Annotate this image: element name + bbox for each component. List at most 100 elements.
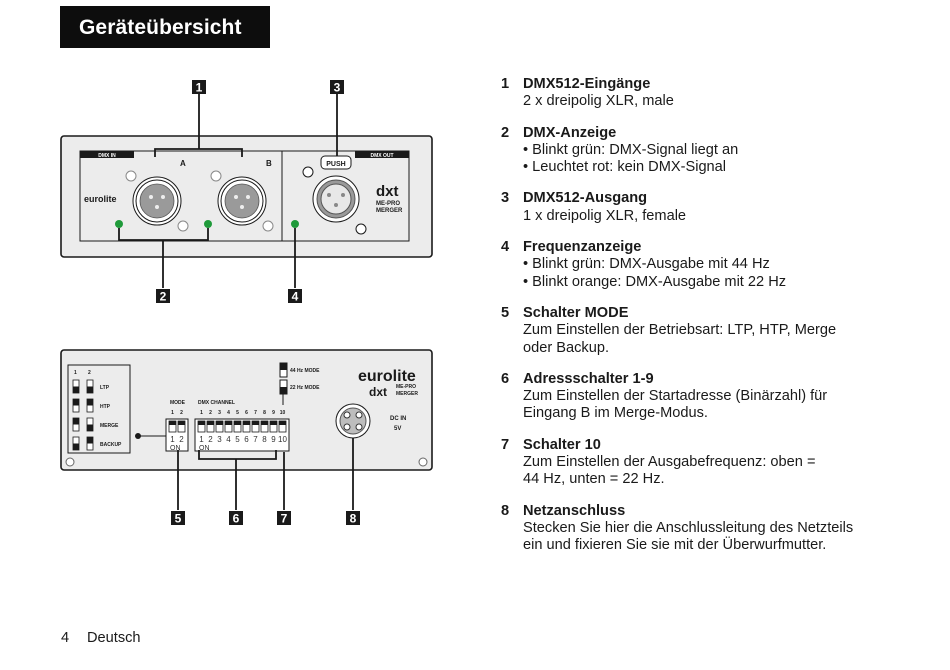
dip-top-number: 7 bbox=[254, 410, 257, 416]
dc-in-label: DC IN bbox=[390, 416, 406, 422]
mode-switch-title: MODE bbox=[170, 400, 186, 406]
led-input-b bbox=[204, 220, 212, 228]
mode-table-row: LTP bbox=[72, 379, 110, 394]
xlr-output[interactable]: PUSH bbox=[302, 155, 367, 235]
legend-title: Frequenzanzeige bbox=[523, 239, 642, 256]
legend-description: 1 x dreipolig XLR, female bbox=[523, 207, 687, 224]
legend-description: oder Backup. bbox=[523, 339, 609, 356]
mode-table: LTP HTP MERGE BACKUP bbox=[72, 379, 122, 451]
input-b-label: B bbox=[266, 159, 272, 168]
mode-label: HTP bbox=[100, 404, 111, 410]
legend-description: Zum Einstellen der Startadresse (Binärza… bbox=[523, 388, 828, 405]
rear-model-1: ME-PRO bbox=[396, 384, 416, 390]
rear-panel: 1 2 LTP HTP MERGE BACKUP MODE DMX CHANNEL 1… bbox=[60, 349, 433, 510]
legend-number: 7 bbox=[501, 436, 510, 453]
dmx-channel-title: DMX CHANNEL bbox=[198, 400, 235, 406]
dip-number: 1 bbox=[170, 435, 175, 444]
rear-dxt-logo: dxt bbox=[369, 385, 387, 399]
led-input-a bbox=[115, 220, 123, 228]
dip-top-number: 1 bbox=[171, 410, 174, 416]
legend-description: • Blinkt grün: DMX-Signal liegt an bbox=[523, 141, 739, 158]
dip-number: 6 bbox=[244, 435, 249, 444]
page-title: Geräteübersicht bbox=[60, 6, 270, 48]
dmx-in-label: DMX IN bbox=[98, 153, 116, 159]
svg-text:2: 2 bbox=[160, 290, 167, 304]
mode-table-row: HTP bbox=[72, 398, 111, 413]
svg-text:1: 1 bbox=[196, 81, 203, 95]
legend-title: DMX512-Eingänge bbox=[523, 76, 651, 92]
legend-item: 2 DMX-Anzeige• Blinkt grün: DMX-Signal l… bbox=[501, 125, 921, 177]
dmx-out-label: DMX OUT bbox=[370, 153, 393, 159]
dip-number: 9 bbox=[271, 435, 276, 444]
legend-title: DMX512-Ausgang bbox=[523, 190, 648, 207]
legend-description: Zum Einstellen der Betriebsart: LTP, HTP… bbox=[523, 322, 837, 339]
dc-power-socket[interactable] bbox=[335, 403, 371, 439]
device-diagram: DMX IN DMX OUT A B eurolite PUSH bbox=[60, 80, 433, 526]
dip-top-number: 8 bbox=[263, 410, 266, 416]
dip-number: 2 bbox=[179, 435, 184, 444]
legend-number: 1 bbox=[501, 76, 510, 92]
dip-top-number: 10 bbox=[280, 410, 286, 416]
rear-brand-logo: eurolite bbox=[358, 368, 416, 385]
brand-logo: eurolite bbox=[84, 194, 117, 204]
dip-top-number: 3 bbox=[218, 410, 221, 416]
legend-description: Eingang B im Merge-Modus. bbox=[523, 405, 708, 422]
callout-5: 5 bbox=[171, 511, 185, 526]
xlr-input-b[interactable] bbox=[210, 170, 274, 232]
callout-2: 2 bbox=[156, 289, 170, 304]
svg-text:5: 5 bbox=[175, 512, 182, 526]
xlr-input-a[interactable] bbox=[125, 170, 189, 232]
svg-text:4: 4 bbox=[292, 290, 299, 304]
voltage-label: 5V bbox=[394, 426, 401, 432]
legend-number: 2 bbox=[501, 124, 510, 141]
dip-number: 10 bbox=[278, 435, 287, 444]
mode-table-row: MERGE bbox=[72, 417, 119, 432]
dip-number: 4 bbox=[226, 435, 231, 444]
svg-text:6: 6 bbox=[233, 512, 240, 526]
callout-8: 8 bbox=[346, 511, 360, 526]
model-label-2: MERGER bbox=[376, 208, 403, 214]
mode-label: MERGE bbox=[100, 423, 119, 429]
legend-description: • Blinkt grün: DMX-Ausgabe mit 44 Hz bbox=[523, 256, 770, 273]
callout-6: 6 bbox=[229, 511, 243, 526]
callout-1: 1 bbox=[192, 80, 206, 95]
legend-description: ein und fixieren Sie sie mit der Überwur… bbox=[523, 537, 827, 554]
dip-top-number: 5 bbox=[236, 410, 239, 416]
svg-text:7: 7 bbox=[281, 512, 288, 526]
callout-3: 3 bbox=[330, 80, 344, 95]
dip-number: 2 bbox=[208, 435, 213, 444]
svg-text:8: 8 bbox=[350, 512, 357, 526]
legend-item: 4 Frequenzanzeige• Blinkt grün: DMX-Ausg… bbox=[501, 239, 921, 291]
legend-title: Netzanschluss bbox=[523, 502, 626, 519]
legend-description: 44 Hz, unten = 22 Hz. bbox=[523, 471, 665, 488]
dip-number: 3 bbox=[217, 435, 222, 444]
dmx-in-label-bg bbox=[80, 151, 134, 158]
led-frequency bbox=[291, 220, 299, 228]
page-number: 4 bbox=[61, 630, 70, 646]
dip-number: 7 bbox=[253, 435, 258, 444]
legend-number: 8 bbox=[501, 502, 510, 519]
input-a-label: A bbox=[180, 159, 186, 168]
legend-title: DMX-Anzeige bbox=[523, 124, 617, 141]
mode-label: BACKUP bbox=[100, 442, 122, 448]
model-label-1: ME-PRO bbox=[376, 201, 400, 207]
push-label: PUSH bbox=[326, 161, 345, 168]
rear-model-2: MERGER bbox=[396, 391, 418, 397]
legend-title: Schalter 10 bbox=[523, 436, 601, 453]
legend-title: Adressschalter 1-9 bbox=[523, 370, 654, 387]
legend-number: 5 bbox=[501, 304, 510, 321]
legend-description: • Leuchtet rot: kein DMX-Signal bbox=[523, 159, 727, 176]
dip-on-label: ON bbox=[170, 445, 181, 452]
dip-top-number: 6 bbox=[245, 410, 248, 416]
callout-7: 7 bbox=[277, 511, 291, 526]
dxt-logo: dxt bbox=[376, 183, 399, 200]
